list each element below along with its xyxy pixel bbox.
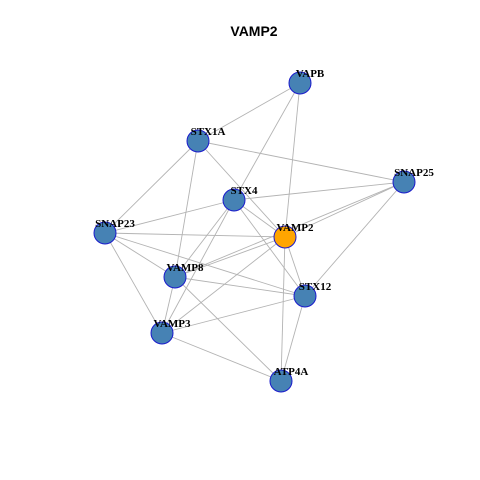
edges-layer	[104, 82, 405, 382]
node-snap23	[93, 221, 117, 245]
edge-vamp3-atp4a	[161, 332, 282, 382]
edge-snap23-vamp8	[104, 232, 176, 278]
edge-stx12-vamp3	[161, 295, 306, 334]
node-vamp3	[150, 321, 174, 345]
node-label-stx12: STX12	[299, 281, 332, 293]
edge-stx1a-snap25	[197, 140, 405, 183]
edge-snap23-stx12	[104, 232, 306, 297]
node-label-vapb: VAPB	[296, 68, 325, 80]
edge-stx4-snap23	[104, 199, 235, 234]
node-label-snap23: SNAP23	[95, 218, 135, 230]
node-label-vamp3: VAMP3	[153, 318, 191, 330]
edge-snap25-stx12	[304, 181, 405, 297]
node-label-stx4: STX4	[231, 185, 258, 197]
node-snap25	[392, 170, 416, 194]
edge-stx1a-snap23	[104, 140, 199, 234]
graph-title: VAMP2	[230, 23, 277, 39]
edge-stx1a-vamp2	[197, 140, 286, 238]
node-label-vamp2: VAMP2	[276, 222, 314, 234]
edge-snap25-vamp2	[284, 181, 405, 238]
node-stx4	[222, 188, 246, 212]
node-label-atp4a: ATP4A	[274, 366, 309, 378]
edge-stx1a-vamp8	[174, 140, 199, 278]
edge-stx4-stx12	[233, 199, 306, 297]
node-vapb	[288, 71, 312, 95]
edge-stx4-vamp3	[161, 199, 235, 334]
edge-vamp2-vamp8	[174, 236, 286, 278]
edge-snap25-stx4	[233, 181, 405, 201]
node-label-stx1a: STX1A	[191, 126, 226, 138]
node-vamp2	[273, 225, 297, 249]
edge-vamp2-atp4a	[280, 236, 286, 382]
node-atp4a	[269, 369, 293, 393]
edge-snap23-vamp2	[104, 232, 286, 238]
edge-snap23-vamp3	[104, 232, 163, 334]
edge-vamp8-atp4a	[174, 276, 282, 382]
edge-vamp8-stx12	[174, 276, 306, 297]
edge-stx4-vamp8	[174, 199, 235, 278]
node-label-vamp8: VAMP8	[166, 262, 204, 274]
edge-stx12-atp4a	[280, 295, 306, 382]
node-stx12	[293, 284, 317, 308]
node-label-snap25: SNAP25	[394, 167, 434, 179]
node-stx1a	[186, 129, 210, 153]
nodes-layer	[93, 71, 416, 393]
edge-vamp2-vamp3	[161, 236, 286, 334]
edge-vapb-stx4	[233, 82, 301, 201]
node-vamp8	[163, 265, 187, 289]
edge-vapb-stx1a	[197, 82, 301, 142]
